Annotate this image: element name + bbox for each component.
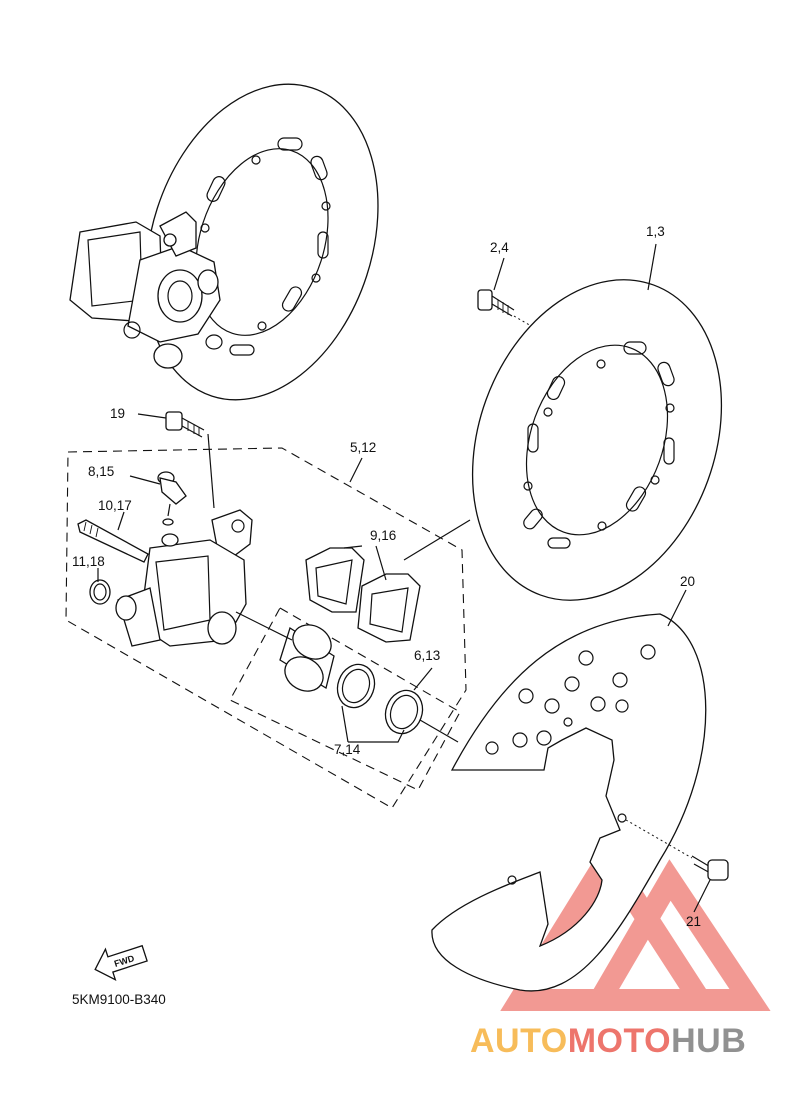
- caliper-pin-icon: [77, 519, 149, 563]
- callout-20: 20: [680, 574, 695, 589]
- piston-kit-frame: [229, 607, 461, 791]
- diagram-code: 5KM9100-B340: [72, 992, 166, 1007]
- watermark-text: AUTOMOTOHUB: [470, 1022, 746, 1060]
- caliper-body-icon: [115, 509, 253, 647]
- callout-2-4: 2,4: [490, 240, 509, 255]
- watermark-part-moto: MOTO: [568, 1022, 671, 1060]
- watermark-logo-icon: [500, 837, 771, 1011]
- callout-6-13: 6,13: [414, 648, 440, 663]
- callout-1-3: 1,3: [646, 224, 665, 239]
- watermark-part-hub: HUB: [671, 1022, 746, 1060]
- cover-bolt-icon: [691, 855, 729, 881]
- callout-10-17: 10,17: [98, 498, 132, 513]
- callout-8-15: 8,15: [88, 464, 114, 479]
- caliper-bolt-icon: [165, 411, 205, 438]
- watermark-part-auto: AUTO: [470, 1022, 568, 1060]
- callout-19: 19: [110, 406, 125, 421]
- disc-cover-icon: [431, 613, 707, 992]
- leader-lines: [97, 243, 711, 913]
- brake-pads-icon: [305, 547, 421, 643]
- piston-seal-icon: [336, 663, 376, 709]
- bleed-screw-icon: [157, 471, 187, 526]
- caliper-piston-icon: [279, 624, 335, 692]
- callout-9-16: 9,16: [370, 528, 396, 543]
- callout-21: 21: [686, 914, 701, 929]
- disc-bolt-upper-icon: [477, 289, 515, 317]
- callout-5-12: 5,12: [350, 440, 376, 455]
- forward-arrow-icon: FWD: [94, 944, 148, 981]
- callout-7-14: 7,14: [334, 742, 361, 757]
- pin-boot-icon: [89, 579, 111, 605]
- callout-11-18: 11,18: [72, 554, 105, 569]
- brake-disc-icon: [471, 279, 723, 601]
- assembled-brake-illustration: [69, 83, 379, 401]
- dust-seal-icon: [384, 689, 424, 735]
- caliper-assembly-frame: [65, 447, 467, 809]
